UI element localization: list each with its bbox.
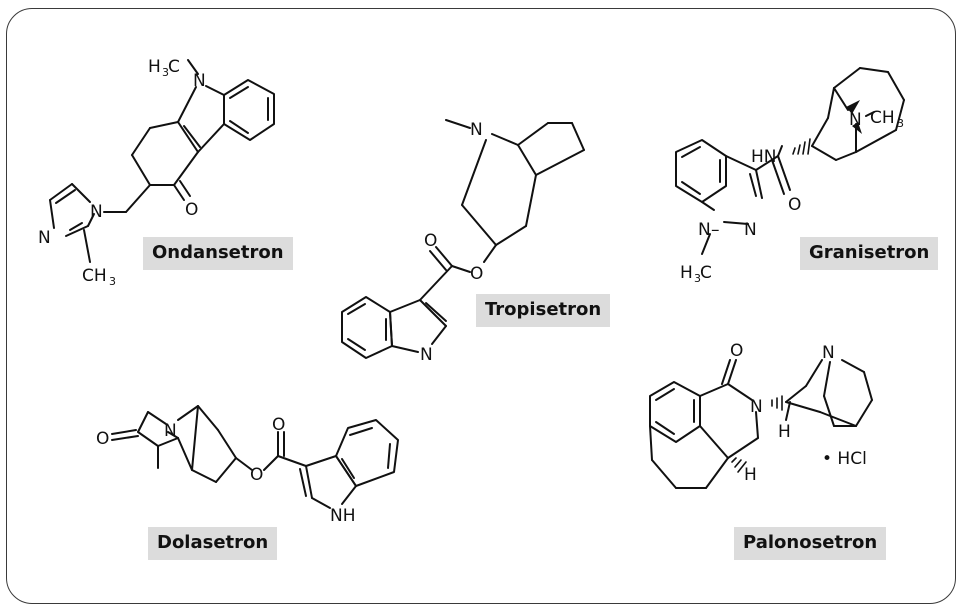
dolasetron-carbonyl-o: O [272, 415, 285, 435]
palonosetron-quinuclidine-n: N [822, 343, 835, 363]
dolasetron-structure: O N O O NH [96, 405, 399, 526]
compound-label-granisetron: Granisetron [800, 237, 939, 270]
dolasetron-n: N [164, 421, 177, 441]
ondansetron-imidazole-n1: N [90, 202, 103, 222]
svg-text:C: C [700, 263, 712, 283]
palonosetron-lactam-n: N [750, 397, 763, 417]
ondansetron-structure: H 3 C N O N N CH 3 [38, 57, 275, 288]
ondansetron-indole-n: N [193, 71, 206, 91]
ondansetron-ketone-o: O [185, 200, 198, 220]
granisetron-carbonyl-o: O [788, 195, 801, 215]
palonosetron-hcl-salt: • HCl [822, 449, 867, 469]
tropisetron-carbonyl-o: O [424, 231, 437, 251]
svg-text:–: – [711, 220, 720, 240]
granisetron-bicycle-n: N [849, 110, 862, 130]
dolasetron-indole-nh: NH [330, 506, 356, 526]
svg-text:3: 3 [694, 272, 701, 285]
svg-text:3: 3 [897, 117, 904, 130]
tropisetron-n: N [470, 120, 483, 140]
granisetron-indazole-n2: N [744, 220, 757, 240]
compound-label-dolasetron: Dolasetron [148, 527, 278, 560]
figure-frame [6, 8, 956, 604]
ondansetron-h3c-label: H [148, 57, 161, 77]
svg-text:C: C [168, 57, 180, 77]
compound-label-tropisetron: Tropisetron [476, 294, 611, 327]
dolasetron-ester-o: O [250, 465, 263, 485]
tropisetron-structure: N O O N [341, 119, 585, 365]
compound-label-palonosetron: Palonosetron [734, 527, 887, 560]
svg-text:CH: CH [82, 266, 107, 286]
svg-text:N: N [698, 220, 711, 240]
palonosetron-carbonyl-o: O [730, 341, 743, 361]
tropisetron-ester-o: O [470, 264, 483, 284]
ondansetron-imidazole-n3: N [38, 228, 51, 248]
svg-text:3: 3 [162, 66, 169, 79]
svg-text:CH: CH [870, 108, 895, 128]
tropisetron-indole-n: N [420, 345, 433, 365]
compound-label-ondansetron: Ondansetron [143, 237, 293, 270]
svg-text:H: H [680, 263, 693, 283]
granisetron-amide-hn: HN [751, 147, 777, 167]
dolasetron-ketone-o: O [96, 429, 109, 449]
palonosetron-h1: H [778, 422, 791, 442]
granisetron-structure: HN O N CH 3 N – N H 3 C [675, 67, 905, 285]
svg-text:3: 3 [109, 275, 116, 288]
palonosetron-structure: O N N H H • HCl [649, 341, 873, 489]
palonosetron-h2: H [744, 465, 757, 485]
